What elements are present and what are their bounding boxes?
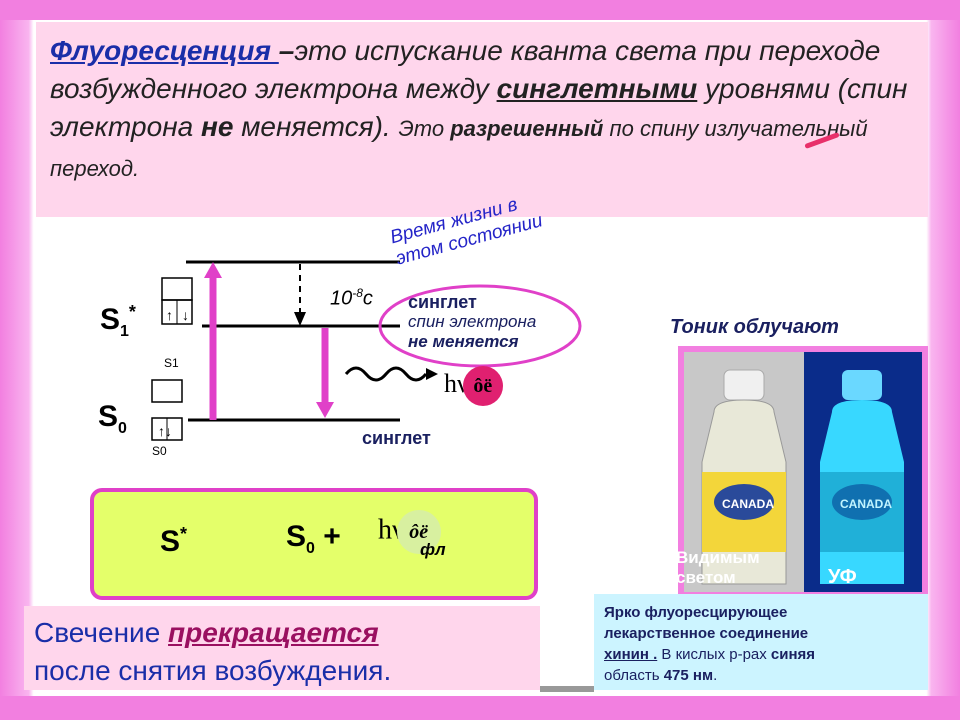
frame-top-band	[0, 0, 960, 20]
singlet-description: синглет спин электрона не меняется	[408, 292, 537, 351]
definition-not-word: не	[200, 111, 234, 142]
wavelength-value: 475 нм	[663, 667, 714, 684]
definition-allowed-word: разрешенный	[450, 116, 604, 141]
tonic-photo-visible: CANADA	[684, 352, 804, 592]
stop-bold-word: прекращается	[168, 617, 379, 648]
singlet-ground-label: синглет	[362, 428, 431, 448]
s1-label: S1*	[100, 302, 136, 340]
equation-box	[90, 488, 538, 600]
bottle-visible-image: CANADA	[684, 352, 804, 592]
s0-label: S0	[98, 400, 127, 437]
definition-term: Флуоресценция	[50, 35, 279, 66]
bottle-uv-image: CANADA	[804, 352, 922, 592]
s0-box-caption: S0	[152, 444, 167, 458]
definition-text-2: уровнями (спин электрона	[50, 73, 908, 142]
definition-dash: –	[278, 35, 295, 66]
equation-right: S0 +	[286, 520, 341, 557]
grey-divider	[540, 686, 594, 692]
frame-bottom-band	[0, 696, 960, 720]
definition-text-3: меняется).	[233, 111, 399, 142]
svg-text:CANADA: CANADA	[722, 497, 774, 511]
tonic-title: Тоник облучают	[670, 316, 839, 338]
quinine-note-box: Ярко флуоресцирующее лекарственное соеди…	[594, 594, 928, 690]
lifetime-value: 10-8с	[330, 286, 373, 310]
definition-box: Флуоресценция –это испускание кванта све…	[36, 22, 928, 217]
definition-text-1: это испускание кванта света при переходе…	[50, 35, 881, 104]
uv-label: УФ	[828, 566, 857, 588]
tonic-photo-uv: CANADA	[804, 352, 922, 592]
stop-statement-box: Свечение прекращается после снятия возбу…	[24, 606, 540, 690]
s1-box-caption: S1	[164, 356, 179, 370]
definition-singlet-word: синглетными	[496, 73, 698, 104]
quinine-word: хинин .	[604, 646, 658, 663]
svg-text:CANADA: CANADA	[840, 497, 892, 511]
definition-small-1: Это	[398, 116, 451, 141]
equation-fl-sub: фл	[420, 540, 446, 559]
equation-left: S*	[160, 524, 188, 558]
